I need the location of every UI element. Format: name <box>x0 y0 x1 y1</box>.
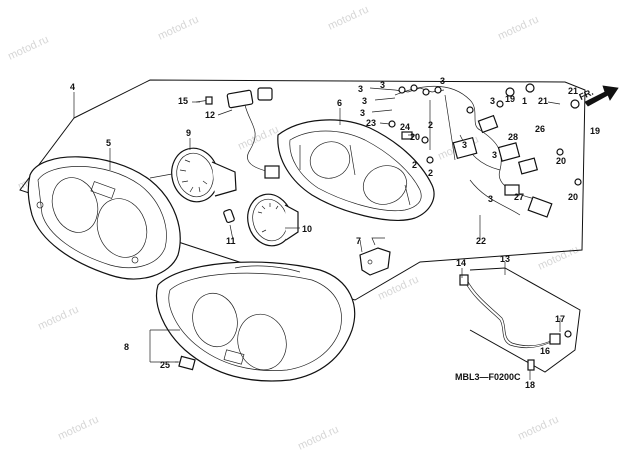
watermark: motod.ru <box>36 303 80 332</box>
label-6: 6 <box>337 98 342 108</box>
label-11: 11 <box>226 236 236 246</box>
watermark: motod.ru <box>296 423 340 452</box>
label-14: 14 <box>456 258 466 268</box>
bulb-socket <box>223 208 235 224</box>
label-3b: 3 <box>362 96 367 106</box>
speedometer <box>149 147 237 203</box>
label-3e: 3 <box>440 76 445 86</box>
watermark: motod.ru <box>326 3 370 32</box>
label-20b: 20 <box>556 156 566 166</box>
label-3h: 3 <box>492 150 497 160</box>
screw-15 <box>195 96 213 105</box>
label-12: 12 <box>205 110 215 120</box>
label-21b: 21 <box>568 86 578 96</box>
label-20c: 20 <box>568 192 578 202</box>
speedometer-cable <box>459 274 572 371</box>
label-8: 8 <box>124 342 129 352</box>
label-3a: 3 <box>358 84 363 94</box>
label-3f: 3 <box>490 96 495 106</box>
label-2b: 2 <box>428 168 433 178</box>
label-7: 7 <box>356 236 361 246</box>
meter-front-cover <box>156 261 356 382</box>
label-19b: 19 <box>590 126 600 136</box>
watermark: motod.ru <box>536 243 580 272</box>
label-20a: 20 <box>410 132 420 142</box>
label-22: 22 <box>476 236 486 246</box>
watermark: motod.ru <box>376 273 420 302</box>
label-5: 5 <box>106 138 111 148</box>
label-16: 16 <box>540 346 550 356</box>
label-28: 28 <box>508 132 518 142</box>
label-2c: 2 <box>412 160 417 170</box>
watermark: motod.ru <box>496 13 540 42</box>
watermark: motod.ru <box>6 33 50 62</box>
label-24: 24 <box>400 122 410 132</box>
label-2a: 2 <box>428 120 433 130</box>
label-15: 15 <box>178 96 188 106</box>
label-3g: 3 <box>462 140 467 150</box>
watermark: motod.ru <box>516 413 560 442</box>
meter-wire-harness <box>226 87 280 179</box>
meter-case <box>27 156 181 280</box>
fasteners <box>388 83 582 186</box>
watermark: motod.ru <box>56 413 100 442</box>
main-wire-harness <box>394 84 553 218</box>
label-17: 17 <box>555 314 565 324</box>
label-23: 23 <box>366 118 376 128</box>
part-labels: 4 5 9 15 12 11 10 6 7 8 25 22 14 13 17 1… <box>70 76 600 390</box>
label-26: 26 <box>535 124 545 134</box>
label-3i: 3 <box>488 194 493 204</box>
label-13: 13 <box>500 254 510 264</box>
watermark: motod.ru <box>156 13 200 42</box>
label-18: 18 <box>525 380 535 390</box>
tachometer <box>247 193 299 247</box>
label-21a: 21 <box>538 96 548 106</box>
label-10: 10 <box>302 224 312 234</box>
meter-housing <box>277 119 435 221</box>
label-27: 27 <box>514 192 524 202</box>
indicator-lens <box>178 355 196 371</box>
label-19a: 19 <box>505 94 515 104</box>
label-1: 1 <box>522 96 527 106</box>
bracket-7 <box>359 237 391 276</box>
label-9: 9 <box>186 128 191 138</box>
diagram-code: MBL3—F0200C <box>455 372 521 382</box>
label-3d: 3 <box>380 80 385 90</box>
label-4: 4 <box>70 82 75 92</box>
leader-lines <box>73 87 561 380</box>
label-3c: 3 <box>360 108 365 118</box>
watermark: motod.ru <box>236 123 280 152</box>
label-25: 25 <box>160 360 170 370</box>
